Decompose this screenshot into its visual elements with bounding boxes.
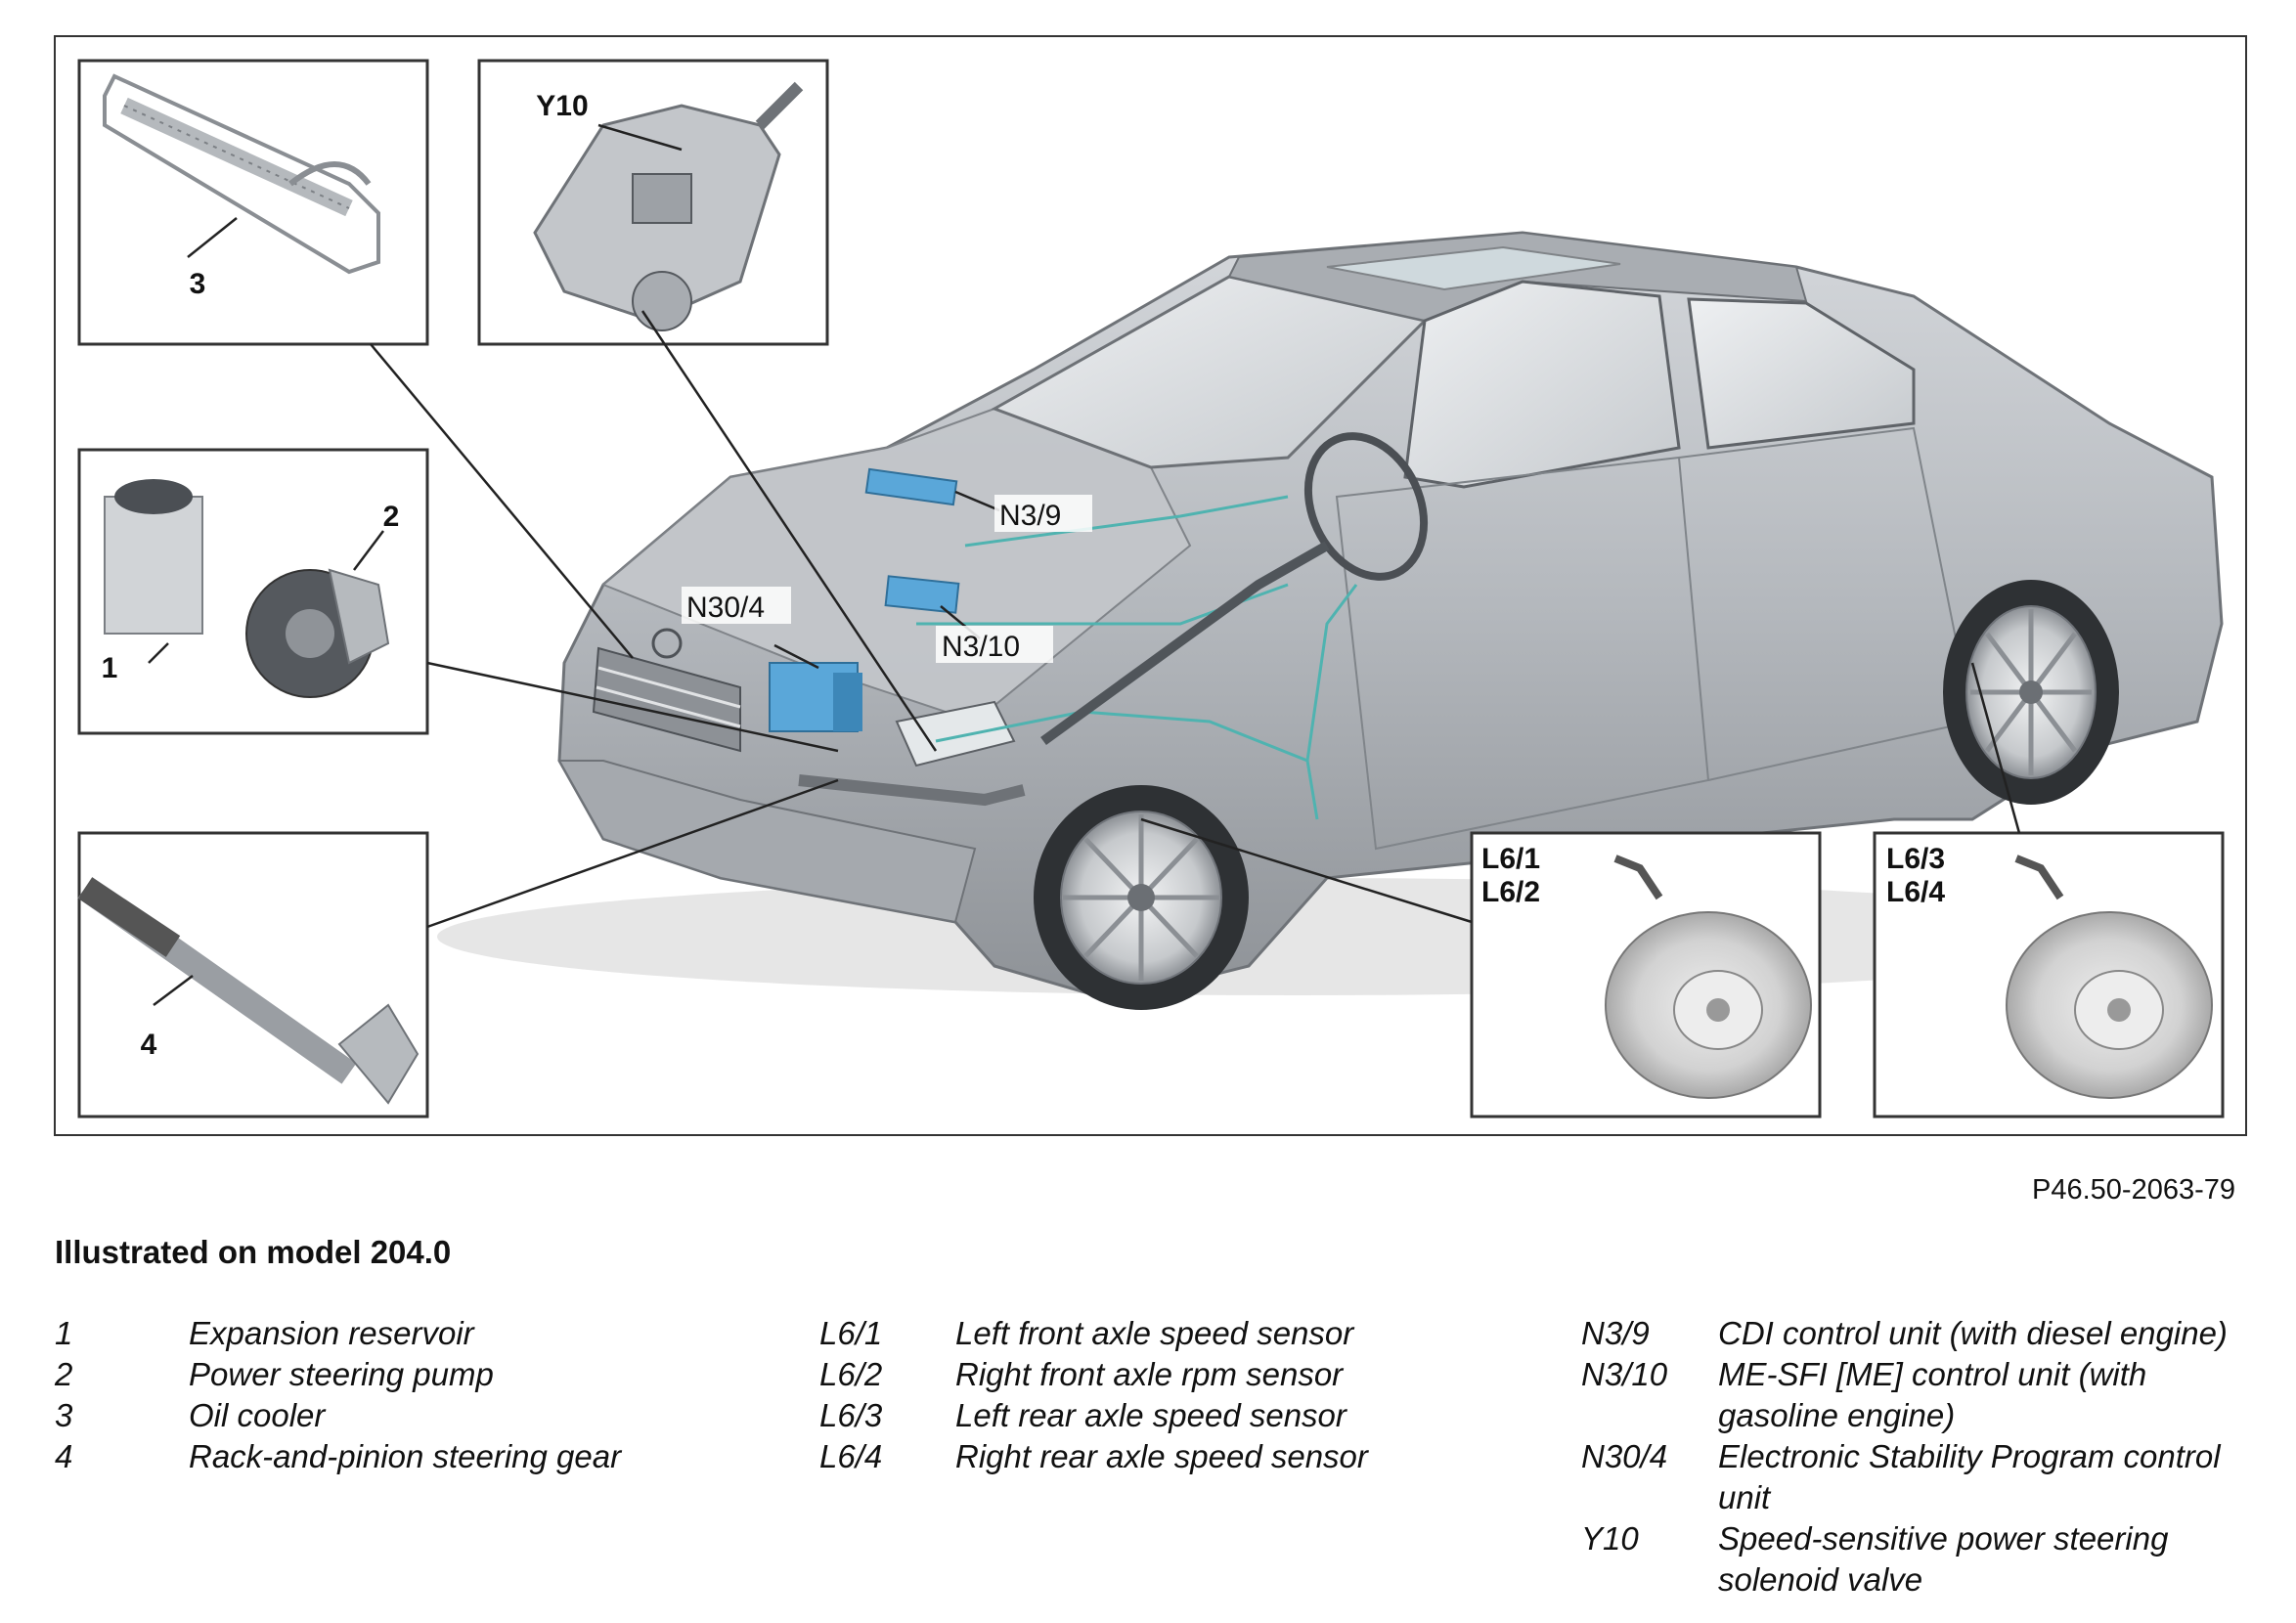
callout-n3-10: N3/10 xyxy=(942,631,1020,663)
legend-item: L6/3 Left rear axle speed sensor xyxy=(819,1395,1503,1436)
leader-front-sensor xyxy=(1140,817,1473,924)
car-side-window-rear xyxy=(1687,297,1916,450)
figure-code: P46.50-2063-79 xyxy=(2032,1174,2235,1206)
legend-desc: Right rear axle speed sensor xyxy=(955,1438,1368,1474)
leader-oil-cooler xyxy=(370,343,634,659)
legend-desc: Left rear axle speed sensor xyxy=(955,1397,1347,1433)
legend-item: 1 Expansion reservoir xyxy=(55,1313,785,1354)
n3-9-ecu xyxy=(864,467,958,506)
legend-item: Y10 Speed-sensitive power steering soleno… xyxy=(1581,1518,2246,1601)
callout-1: 1 xyxy=(102,652,118,684)
legend-key: L6/2 xyxy=(819,1356,883,1392)
diagram-frame: 3 Y10 2 1 4 N3/9 N3/10 N30/4 L6/1 L6/2 L… xyxy=(54,35,2247,1136)
callout-n3-9: N3/9 xyxy=(999,500,1061,532)
legend-item: L6/1 Left front axle speed sensor xyxy=(819,1313,1503,1354)
inset-front-axle-sensors xyxy=(1470,831,1822,1119)
callout-3: 3 xyxy=(190,268,206,300)
legend-desc: Speed-sensitive power steering solenoid … xyxy=(1718,1520,2169,1598)
legend-desc: Expansion reservoir xyxy=(189,1315,474,1351)
rear-wheel xyxy=(1943,580,2119,805)
inset-steering-gear xyxy=(77,831,429,1119)
callout-l6-3: L6/3 xyxy=(1886,843,1945,875)
callout-l6-2: L6/2 xyxy=(1481,876,1540,908)
legend-item: 2 Power steering pump xyxy=(55,1354,785,1395)
legend-item: L6/2 Right front axle rpm sensor xyxy=(819,1354,1503,1395)
legend-desc: Electronic Stability Program control uni… xyxy=(1718,1438,2221,1515)
leader-steering-gear xyxy=(426,778,839,929)
legend-item: L6/4 Right rear axle speed sensor xyxy=(819,1436,1503,1477)
legend-column-1: 1 Expansion reservoir 2 Power steering pum… xyxy=(55,1313,785,1477)
steering-rack xyxy=(798,774,1026,807)
front-wheel xyxy=(1034,785,1249,1010)
leader-n30-4 xyxy=(773,643,819,670)
car-grille xyxy=(592,646,741,753)
callout-l6-4: L6/4 xyxy=(1886,876,1945,908)
car-side-window-front xyxy=(1403,280,1681,489)
legend-desc: ME-SFI [ME] control unit (with gasoline … xyxy=(1718,1356,2147,1433)
legend-key: 2 xyxy=(55,1356,73,1392)
legend-key: L6/1 xyxy=(819,1315,883,1351)
inset-oil-cooler xyxy=(77,59,429,346)
model-note: Illustrated on model 204.0 xyxy=(55,1234,452,1270)
callout-4: 4 xyxy=(141,1029,157,1061)
legend-item: N3/9 CDI control unit (with diesel engine… xyxy=(1581,1313,2246,1354)
callout-y10: Y10 xyxy=(536,90,588,122)
legend-key: 4 xyxy=(55,1438,73,1474)
legend-column-3: N3/9 CDI control unit (with diesel engine… xyxy=(1581,1313,2246,1601)
wiring-harness xyxy=(916,495,1358,820)
legend-desc: Rack-and-pinion steering gear xyxy=(189,1438,622,1474)
legend-item: 3 Oil cooler xyxy=(55,1395,785,1436)
steering-column xyxy=(1040,541,1330,746)
callout-l6-1: L6/1 xyxy=(1481,843,1540,875)
legend-desc: Oil cooler xyxy=(189,1397,326,1433)
n3-10-ecu xyxy=(884,575,960,614)
car-headlight xyxy=(895,700,1016,768)
legend-item: 4 Rack-and-pinion steering gear xyxy=(55,1436,785,1477)
leader-solenoid xyxy=(640,310,938,752)
legend-key: N3/10 xyxy=(1581,1356,1668,1392)
legend-key: N30/4 xyxy=(1581,1438,1668,1474)
leader-n3-9 xyxy=(954,490,1000,512)
legend-desc: Power steering pump xyxy=(189,1356,494,1392)
legend-key: 1 xyxy=(55,1315,73,1351)
legend-key: Y10 xyxy=(1581,1520,1639,1557)
car-sunroof xyxy=(1326,245,1621,291)
callout-2: 2 xyxy=(383,501,400,533)
car-windshield xyxy=(991,275,1428,469)
inset-rear-axle-sensors xyxy=(1873,831,2225,1119)
legend-desc: CDI control unit (with diesel engine) xyxy=(1718,1315,2228,1351)
leader-rear-sensor xyxy=(1970,662,2021,834)
car-illustration xyxy=(437,231,2224,1010)
inset-reservoir-pump xyxy=(77,448,429,735)
legend-desc: Left front axle speed sensor xyxy=(955,1315,1354,1351)
legend-key: L6/4 xyxy=(819,1438,883,1474)
mercedes-star-icon xyxy=(651,628,683,659)
car-bumper xyxy=(557,760,977,924)
legend-desc: Right front axle rpm sensor xyxy=(955,1356,1344,1392)
legend-item: N3/10 ME-SFI [ME] control unit (with gaso… xyxy=(1581,1354,2246,1436)
legend-key: L6/3 xyxy=(819,1397,883,1433)
legend-key: 3 xyxy=(55,1397,73,1433)
leader-pump xyxy=(426,661,839,753)
component-diagram: 3 Y10 2 1 4 N3/9 N3/10 N30/4 L6/1 L6/2 L… xyxy=(77,59,2225,1119)
steering-wheel xyxy=(1303,432,1429,581)
legend-item: N30/4 Electronic Stability Program contro… xyxy=(1581,1436,2246,1518)
legend-key: N3/9 xyxy=(1581,1315,1650,1351)
callout-n30-4: N30/4 xyxy=(686,592,765,624)
inset-solenoid-valve xyxy=(477,59,829,346)
